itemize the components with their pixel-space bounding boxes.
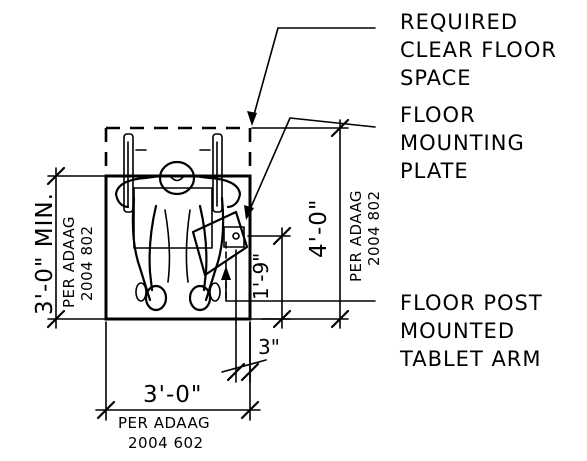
dimension-right-ref-2: 2004 802 (365, 190, 383, 266)
clear-floor-space-outline (104, 126, 252, 321)
dimension-right-ref-1: PER ADAAG (347, 190, 365, 282)
dimension-bottom-horizontal: 3'-0" PER ADAAG 2004 602 (95, 321, 261, 452)
svg-text:MOUNTING: MOUNTING (400, 131, 525, 155)
dimension-inner-vertical: 1'-9" (247, 226, 292, 329)
callout-tablet-arm: FLOOR POST MOUNTED TABLET ARM (399, 291, 543, 371)
dimension-left-ref-1: PER ADAAG (60, 216, 78, 308)
callout-floor-mounting-plate: FLOOR MOUNTING PLATE (400, 103, 525, 183)
dimension-bottom-ref-2: 2004 602 (128, 434, 204, 452)
dimension-inner-value: 1'-9" (249, 253, 273, 300)
dimension-right-value: 4'-0" (306, 199, 332, 258)
dimension-bottom-ref-1: PER ADAAG (118, 414, 210, 432)
dimension-left-ref-2: 2004 802 (78, 225, 96, 301)
svg-text:FLOOR: FLOOR (400, 103, 476, 127)
svg-text:FLOOR POST: FLOOR POST (400, 291, 543, 315)
tablet-arm (191, 210, 249, 301)
dimension-left-vertical: 3'-0" MIN. PER ADAAG 2004 802 (32, 166, 105, 329)
dimension-left-value: 3'-0" MIN. (32, 192, 58, 315)
svg-text:REQUIRED: REQUIRED (400, 10, 518, 34)
callout-leaders (221, 27, 376, 302)
dimension-offset-value: 3" (258, 335, 280, 359)
svg-text:PLATE: PLATE (400, 159, 469, 183)
svg-text:CLEAR FLOOR: CLEAR FLOOR (400, 38, 557, 62)
callout-clear-floor-space: REQUIRED CLEAR FLOOR SPACE (400, 10, 557, 90)
dimension-bottom-value: 3'-0" (143, 382, 202, 408)
svg-text:TABLET ARM: TABLET ARM (399, 347, 542, 371)
svg-text:SPACE: SPACE (400, 66, 472, 90)
svg-text:MOUNTED: MOUNTED (400, 319, 515, 343)
wheelchair-occupant-figure (114, 133, 242, 312)
